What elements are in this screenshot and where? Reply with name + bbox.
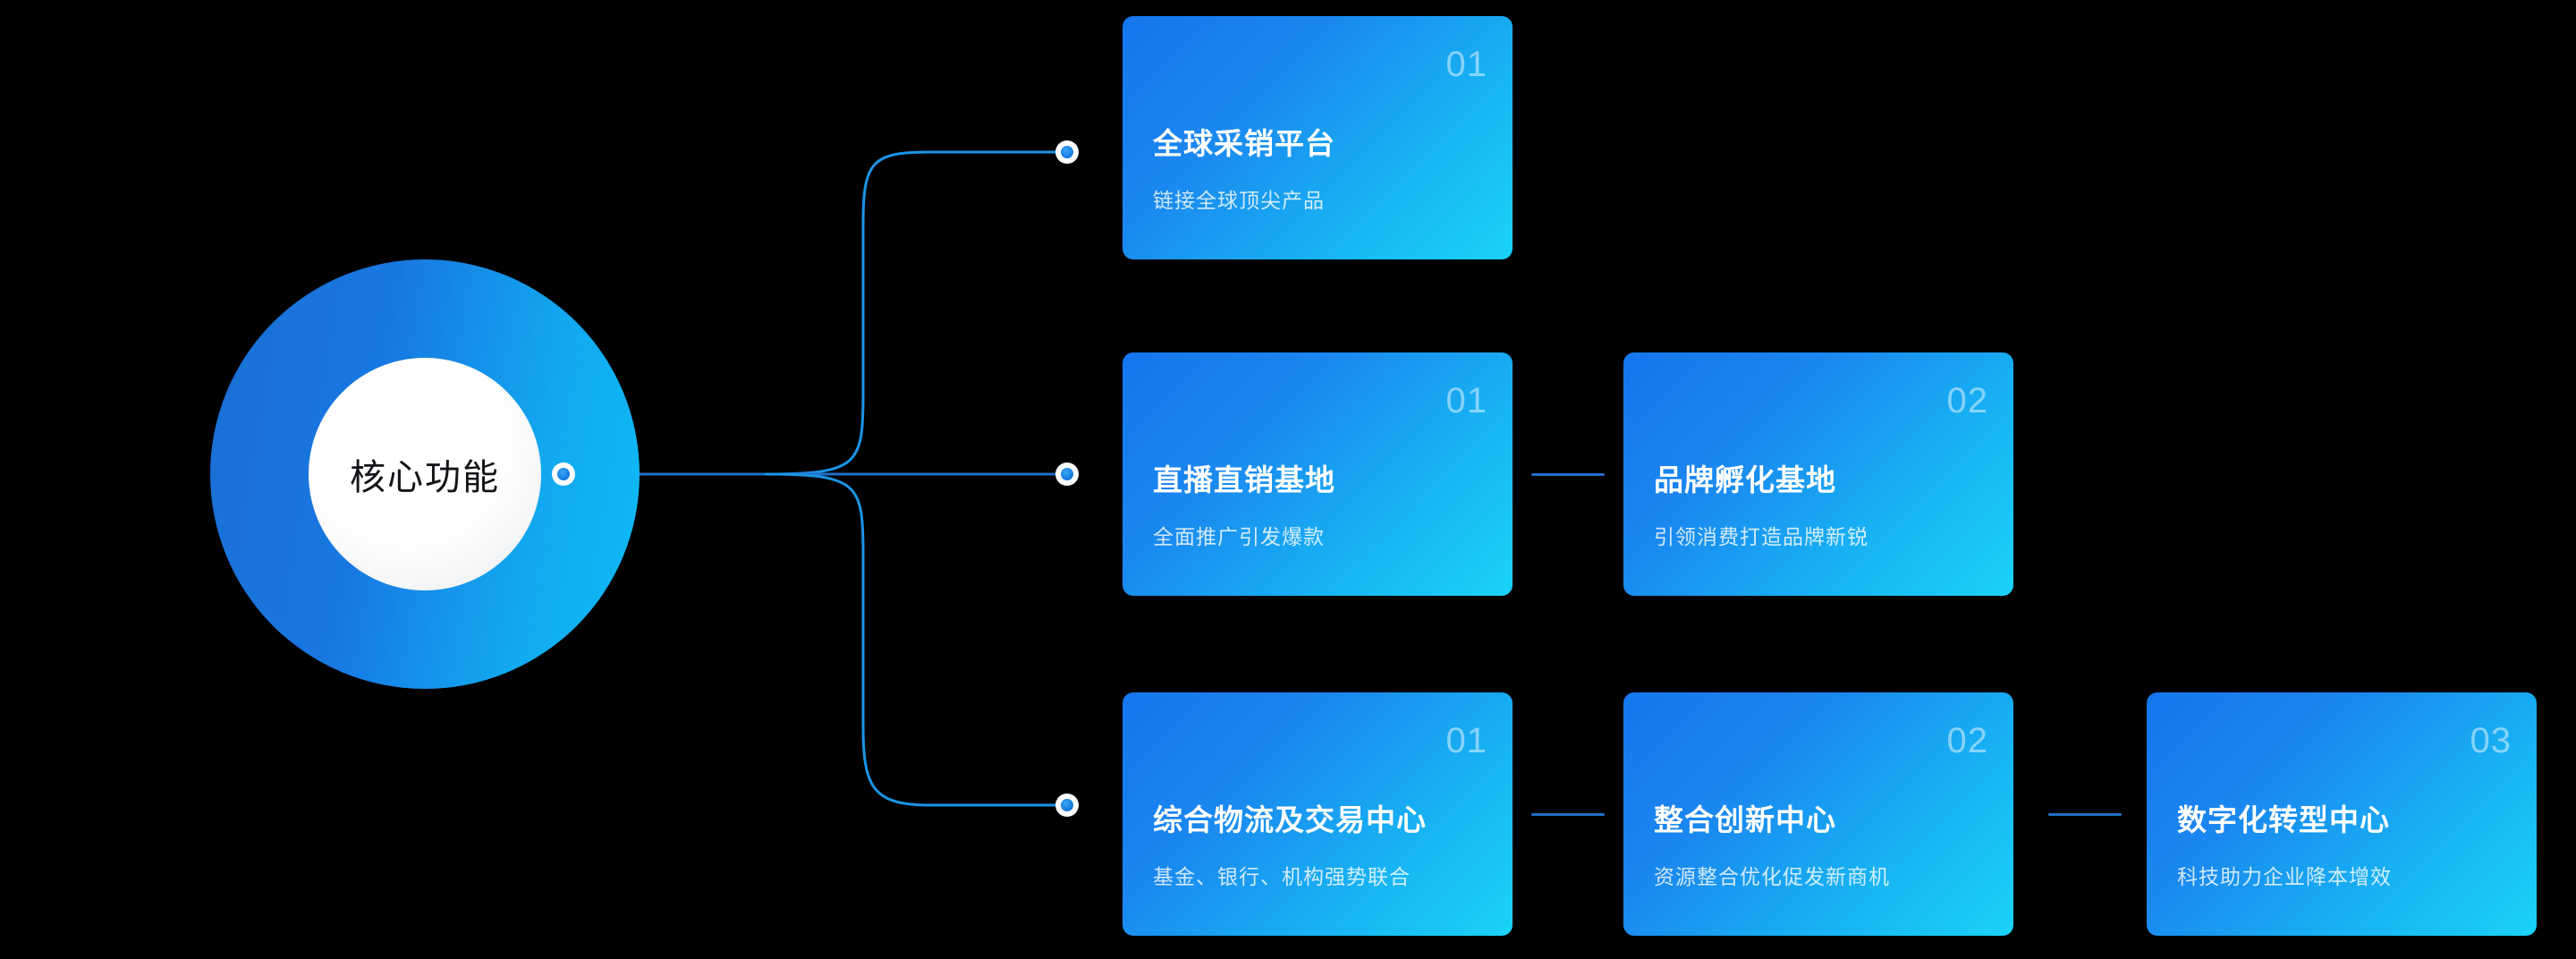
card-row1-col1[interactable]: 01 全球采销平台 链接全球顶尖产品 <box>1123 16 1513 259</box>
card-number: 01 <box>1445 381 1487 420</box>
card-row2-col2[interactable]: 02 品牌孵化基地 引领消费打造品牌新锐 <box>1623 352 2013 596</box>
card-subtitle: 链接全球顶尖产品 <box>1153 189 1325 212</box>
hub-label: 核心功能 <box>350 458 500 497</box>
card-title: 全球采销平台 <box>1153 127 1335 160</box>
connector-branch-up <box>764 150 1066 476</box>
card-subtitle: 资源整合优化促发新商机 <box>1654 865 1890 888</box>
card-link-row3-1-2 <box>1531 813 1605 816</box>
card-number: 01 <box>1445 45 1487 84</box>
card-title: 整合创新中心 <box>1654 803 1836 836</box>
card-link-row3-2-3 <box>2048 813 2122 816</box>
card-title: 综合物流及交易中心 <box>1153 803 1427 836</box>
row-3-node-dot[interactable] <box>1055 794 1079 817</box>
hub-node-dot[interactable] <box>552 463 575 486</box>
card-row2-col1[interactable]: 01 直播直销基地 全面推广引发爆款 <box>1123 352 1513 596</box>
hub-core[interactable]: 核心功能 <box>309 358 541 590</box>
card-subtitle: 全面推广引发爆款 <box>1153 525 1325 548</box>
connector-branch-down <box>764 472 1066 807</box>
card-row3-col3[interactable]: 03 数字化转型中心 科技助力企业降本增效 <box>2147 692 2537 936</box>
card-title: 直播直销基地 <box>1153 463 1335 496</box>
card-row3-col1[interactable]: 01 综合物流及交易中心 基金、银行、机构强势联合 <box>1123 692 1513 936</box>
row-1-node-dot[interactable] <box>1055 140 1079 164</box>
card-title: 数字化转型中心 <box>2177 803 2390 836</box>
card-link-row2-1-2 <box>1531 473 1605 476</box>
card-number: 02 <box>1946 381 1988 420</box>
card-subtitle: 基金、银行、机构强势联合 <box>1153 865 1411 888</box>
card-number: 02 <box>1946 721 1988 760</box>
row-2-node-dot[interactable] <box>1055 463 1079 486</box>
card-title: 品牌孵化基地 <box>1654 463 1836 496</box>
card-number: 03 <box>2470 721 2512 760</box>
card-number: 01 <box>1445 721 1487 760</box>
card-row3-col2[interactable]: 02 整合创新中心 资源整合优化促发新商机 <box>1623 692 2013 936</box>
card-subtitle: 科技助力企业降本增效 <box>2177 865 2392 888</box>
card-subtitle: 引领消费打造品牌新锐 <box>1654 525 1868 548</box>
